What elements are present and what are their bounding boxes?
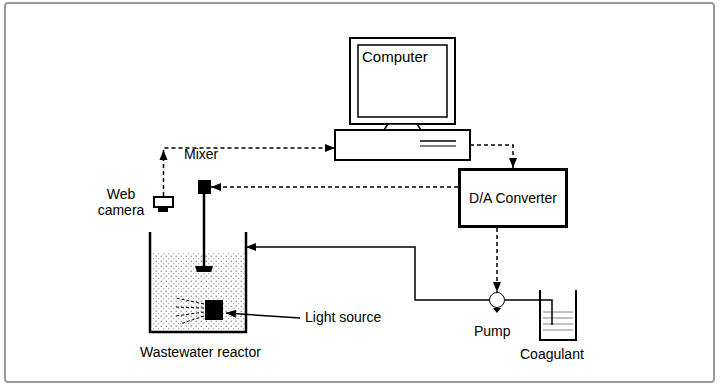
signal-line [470, 145, 513, 168]
coagulant-beaker: Coagulant [540, 290, 576, 340]
coagulant-beaker [540, 290, 576, 340]
pump: Pump [489, 292, 505, 308]
node-label: D/A Converter [469, 190, 557, 206]
part-label: Light source [305, 309, 381, 325]
computer-drawing [335, 38, 470, 160]
node-label: Wastewater reactor [140, 344, 261, 360]
wastewater-reactor: Wastewater reactor [150, 232, 246, 332]
computer: Computer [335, 38, 470, 160]
reactor-tank [150, 194, 246, 332]
frame [5, 3, 714, 382]
pipe-line [246, 247, 489, 300]
camera-lens [158, 208, 168, 212]
light-source [174, 298, 300, 324]
web-camera: Web camera [153, 196, 174, 208]
signal-line [496, 228, 498, 292]
node-label: Web camera [93, 186, 149, 218]
node-label: Mixer [184, 146, 218, 162]
node-label: Pump [474, 323, 511, 339]
arrow-head [160, 150, 168, 160]
pipe-line [505, 300, 552, 325]
leader-arrow [226, 313, 300, 318]
node-label: Coagulant [520, 346, 584, 362]
signal-line [211, 186, 458, 188]
node-label: Computer [362, 48, 428, 65]
converter-box: D/A Converter [458, 168, 568, 228]
mixer-motor: Mixer [198, 180, 211, 194]
